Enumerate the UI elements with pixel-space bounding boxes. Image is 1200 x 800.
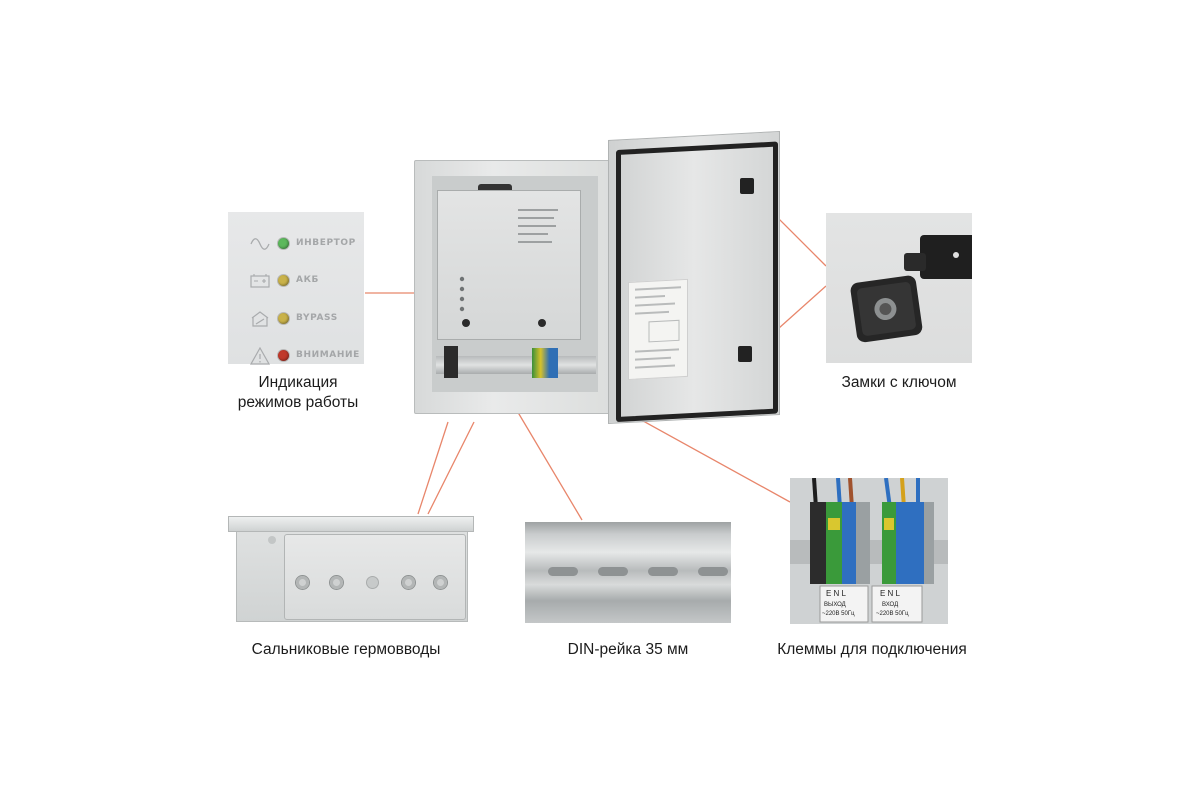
din-slot bbox=[548, 567, 578, 576]
battery-icon bbox=[250, 274, 270, 288]
indicator-row-bypass: BYPASS bbox=[228, 308, 364, 330]
cabinet-din-rail bbox=[436, 356, 596, 374]
gland-plug-icon bbox=[367, 577, 378, 588]
terminal-output-line1: ВЫХОД bbox=[824, 602, 846, 608]
din-slot bbox=[598, 567, 628, 576]
terminal-output-line2: ~220В 50Гц bbox=[822, 611, 855, 617]
terminal-input-line1: ВХОД bbox=[882, 602, 898, 608]
din-slot bbox=[648, 567, 678, 576]
gland-1-icon bbox=[296, 576, 309, 589]
led-inverter bbox=[278, 238, 289, 249]
bypass-icon bbox=[251, 311, 269, 327]
lock-icon bbox=[850, 235, 976, 343]
indicator-row-warning: ВНИМАНИЕ bbox=[228, 345, 364, 367]
door-lock-top-icon bbox=[740, 178, 754, 194]
indicator-row-inverter: ИНВЕРТОР bbox=[228, 233, 364, 255]
indicator-label-inverter: ИНВЕРТОР bbox=[296, 238, 356, 248]
ups-module bbox=[437, 190, 581, 340]
indicator-label-warning: ВНИМАНИЕ bbox=[296, 350, 360, 360]
gland-3-icon bbox=[402, 576, 415, 589]
terminal-blocks-icon: E N L ВЫХОД ~220В 50Гц E N L ВХОД ~220В … bbox=[790, 478, 948, 624]
terminal-input-line2: ~220В 50Гц bbox=[876, 611, 909, 617]
gland-2-icon bbox=[330, 576, 343, 589]
caption-glands: Сальниковые гермовводы bbox=[251, 641, 441, 658]
indicator-label-bypass: BYPASS bbox=[296, 313, 338, 323]
led-warning bbox=[278, 350, 289, 361]
terminal-output-letters: E N L bbox=[826, 589, 847, 598]
warning-triangle-icon bbox=[250, 347, 270, 365]
cabinet-fan bbox=[478, 184, 512, 194]
cabinet-breaker bbox=[444, 346, 458, 378]
caption-indication-line2: режимов работы bbox=[237, 394, 359, 411]
door-lock-bottom-icon bbox=[738, 346, 752, 362]
leader-gland-2 bbox=[427, 421, 475, 515]
leader-gland-1 bbox=[417, 421, 449, 515]
caption-din: DIN-рейка 35 мм bbox=[567, 641, 689, 658]
caption-terminals: Клеммы для подключения bbox=[777, 641, 967, 658]
cabinet-terminal-block bbox=[532, 348, 558, 378]
din-slot bbox=[698, 567, 728, 576]
gland-screw bbox=[268, 536, 276, 544]
terminal-photo: E N L ВЫХОД ~220В 50Гц E N L ВХОД ~220В … bbox=[790, 478, 948, 624]
indicator-label-battery: АКБ bbox=[296, 275, 319, 285]
terminal-input-letters: E N L bbox=[880, 589, 901, 598]
ups-module-details bbox=[459, 209, 558, 327]
caption-indication: Индикация режимов работы bbox=[210, 373, 386, 413]
sine-wave-icon bbox=[250, 238, 270, 250]
indicator-panel: ИНВЕРТОР АКБ BYPASS ВНИМАНИЕ bbox=[228, 212, 364, 367]
caption-indication-line1: Индикация bbox=[258, 374, 338, 391]
indicator-row-battery: АКБ bbox=[228, 270, 364, 292]
led-bypass bbox=[278, 313, 289, 324]
gland-enclosure-lid bbox=[228, 516, 474, 532]
led-battery bbox=[278, 275, 289, 286]
gland-4-icon bbox=[434, 576, 447, 589]
cabinet-door-instructions bbox=[628, 278, 688, 380]
caption-locks: Замки с ключом bbox=[841, 374, 957, 391]
lock-photo bbox=[826, 213, 976, 363]
